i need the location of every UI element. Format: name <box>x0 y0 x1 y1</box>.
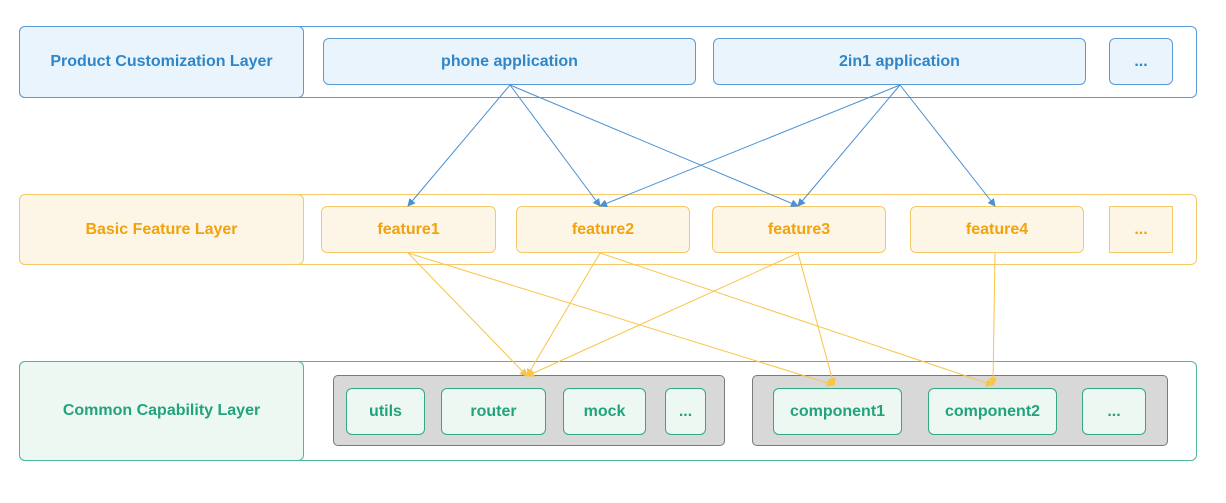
component2-node: component2 <box>928 388 1057 435</box>
utilities-more-node: ... <box>665 388 706 435</box>
mock-node: mock <box>563 388 646 435</box>
phone-application-node: phone application <box>323 38 696 85</box>
basic-feature-layer-label: Basic Feature Layer <box>19 194 304 265</box>
edge-feature3-to-group1 <box>526 252 799 377</box>
feature1-node: feature1 <box>321 206 496 253</box>
product-customization-layer-label: Product Customization Layer <box>19 26 304 98</box>
edge-feature2-to-group1 <box>526 252 601 377</box>
router-node: router <box>441 388 546 435</box>
edge-2in1-application-to-feature3 <box>797 84 901 207</box>
edge-phone-application-to-feature1 <box>407 84 511 207</box>
edge-phone-application-to-feature3 <box>509 84 799 207</box>
edge-feature1-to-group1 <box>407 252 528 377</box>
product-more-node: ... <box>1109 38 1173 85</box>
components-more-node: ... <box>1082 388 1146 435</box>
common-capability-layer-label: Common Capability Layer <box>19 361 304 461</box>
feature4-node: feature4 <box>910 206 1084 253</box>
2in1-application-node: 2in1 application <box>713 38 1086 85</box>
edge-2in1-application-to-feature2 <box>599 84 901 208</box>
edge-2in1-application-to-feature4 <box>899 84 996 207</box>
component1-node: component1 <box>773 388 902 435</box>
feature2-node: feature2 <box>516 206 690 253</box>
edge-phone-application-to-feature2 <box>509 84 601 207</box>
feature3-node: feature3 <box>712 206 886 253</box>
utils-node: utils <box>346 388 425 435</box>
feature-more-node: ... <box>1109 206 1173 253</box>
